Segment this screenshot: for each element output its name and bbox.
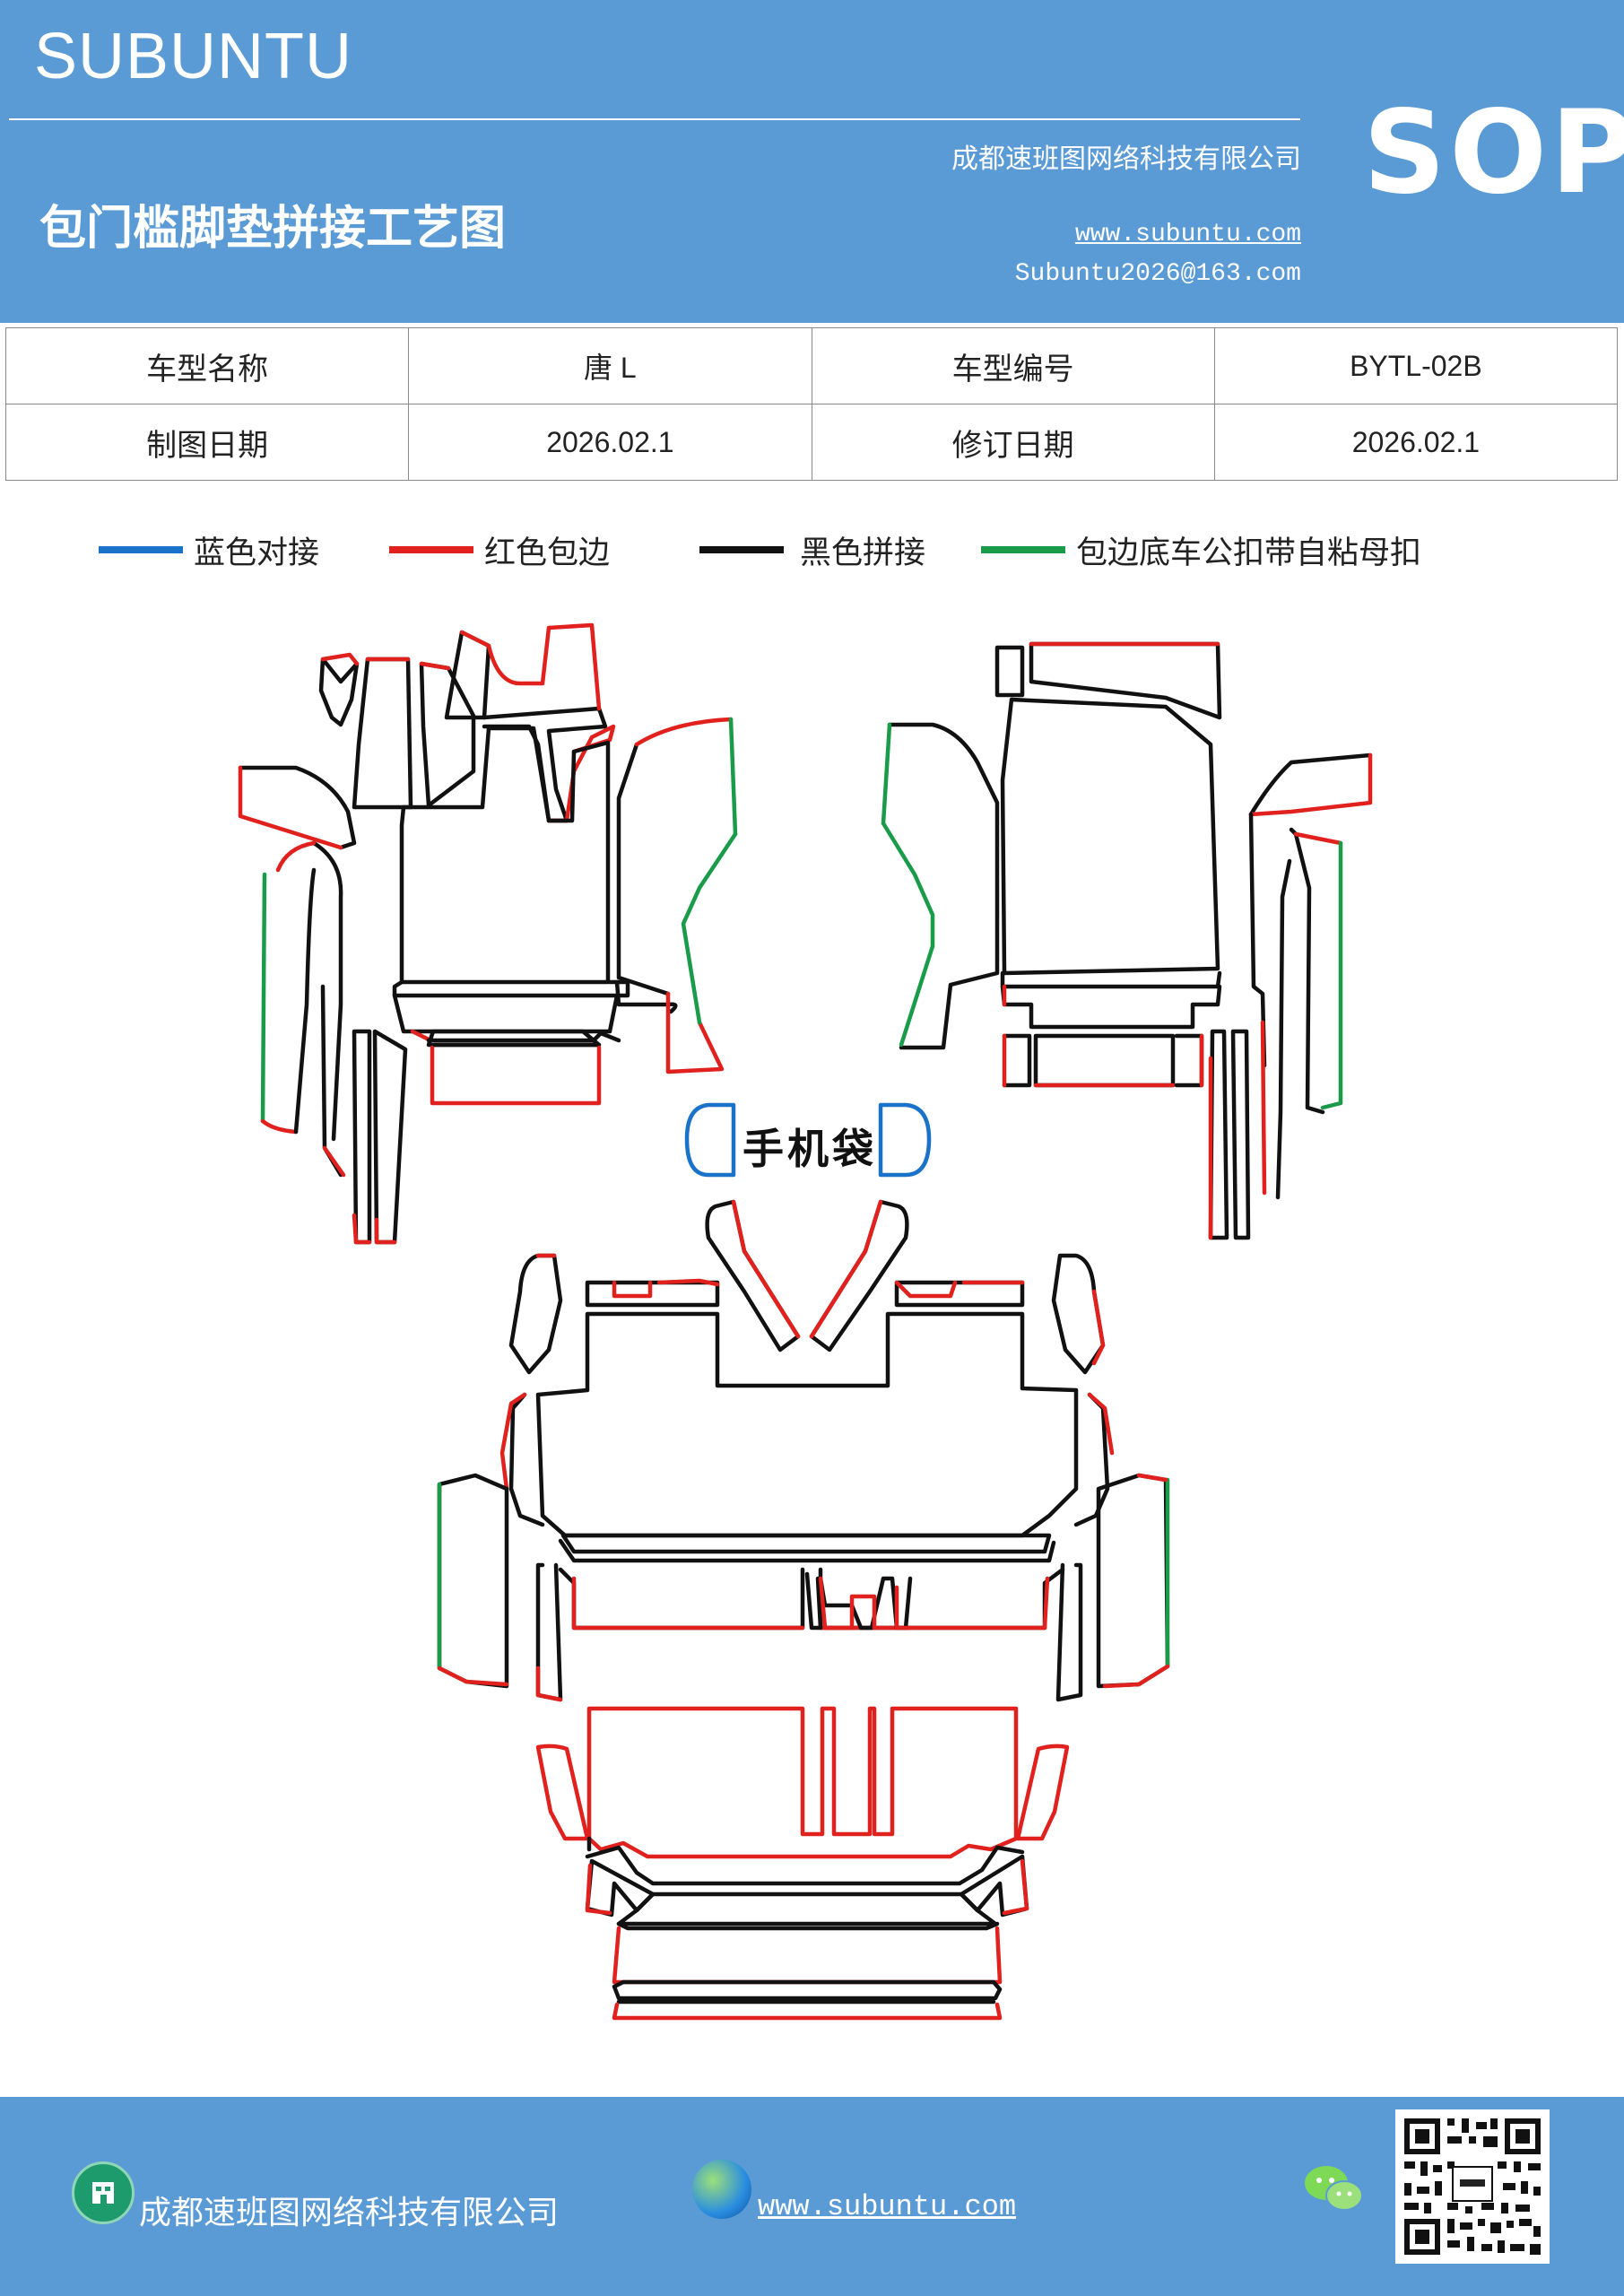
qr-code[interactable]	[1395, 2109, 1550, 2264]
blue-line-swatch	[99, 546, 183, 553]
wechat-icon[interactable]	[1302, 2161, 1365, 2215]
model-name-label: 车型名称	[4, 327, 410, 404]
legend-item-green: 包边底车公扣带自粘母扣	[981, 527, 1421, 572]
drawing-date-label: 制图日期	[4, 404, 410, 481]
page-header: SUBUNTU 包门槛脚垫拼接工艺图 成都速班图网络科技有限公司 www.sub…	[0, 0, 1624, 323]
footer-company: 成都速班图网络科技有限公司	[139, 2195, 560, 2231]
legend: 蓝色对接 红色包边 黑色拼接 包边底车公扣带自粘母扣	[0, 527, 1624, 572]
upper-right-mat-group	[881, 641, 1373, 1240]
globe-icon	[692, 2160, 751, 2219]
floor-mat-diagram	[238, 622, 1373, 2021]
phone-bag-right-piece	[878, 1102, 932, 1178]
phone-bag	[684, 1102, 932, 1178]
table-row: 车型名称 唐 L 车型编号 BYTL-02B	[4, 327, 1619, 404]
sop-badge: SOP	[1363, 86, 1624, 220]
upper-left-mat-group	[238, 622, 738, 1245]
black-line-swatch	[699, 546, 784, 553]
revision-date-value: 2026.02.1	[1213, 404, 1619, 481]
footer-url-link[interactable]: www.subuntu.com	[758, 2190, 1017, 2223]
legend-label: 红色包边	[484, 535, 611, 571]
header-company: 成都速班图网络科技有限公司	[951, 144, 1301, 175]
revision-date-label: 修订日期	[811, 404, 1215, 481]
document-title: 包门槛脚垫拼接工艺图	[39, 202, 507, 256]
red-line-swatch	[389, 546, 473, 553]
model-name-value: 唐 L	[408, 327, 812, 404]
legend-label: 包边底车公扣带自粘母扣	[1076, 535, 1422, 571]
building-icon	[72, 2161, 135, 2224]
legend-item-black: 黑色拼接	[699, 527, 925, 572]
header-url-link[interactable]: www.subuntu.com	[1074, 221, 1301, 248]
legend-label: 黑色拼接	[800, 535, 926, 571]
model-code-value: BYTL-02B	[1213, 327, 1619, 404]
lower-mat-group	[437, 1199, 1170, 2021]
phone-bag-label: 手机袋	[743, 1125, 877, 1173]
legend-item-red: 红色包边	[389, 527, 610, 572]
header-email[interactable]: Subuntu2026@163.com	[1014, 260, 1301, 288]
drawing-date-value: 2026.02.1	[408, 404, 812, 481]
brand-name: SUBUNTU	[34, 21, 353, 92]
model-code-label: 车型编号	[811, 327, 1215, 404]
page-footer: 成都速班图网络科技有限公司 www.subuntu.com	[0, 2097, 1624, 2296]
green-line-swatch	[981, 546, 1065, 553]
table-row: 制图日期 2026.02.1 修订日期 2026.02.1	[4, 404, 1619, 481]
phone-bag-left-piece	[684, 1102, 736, 1178]
legend-label: 蓝色对接	[194, 535, 320, 571]
info-table: 车型名称 唐 L 车型编号 BYTL-02B 制图日期 2026.02.1 修订…	[4, 327, 1619, 481]
legend-item-blue: 蓝色对接	[99, 527, 319, 572]
header-divider	[9, 118, 1300, 120]
